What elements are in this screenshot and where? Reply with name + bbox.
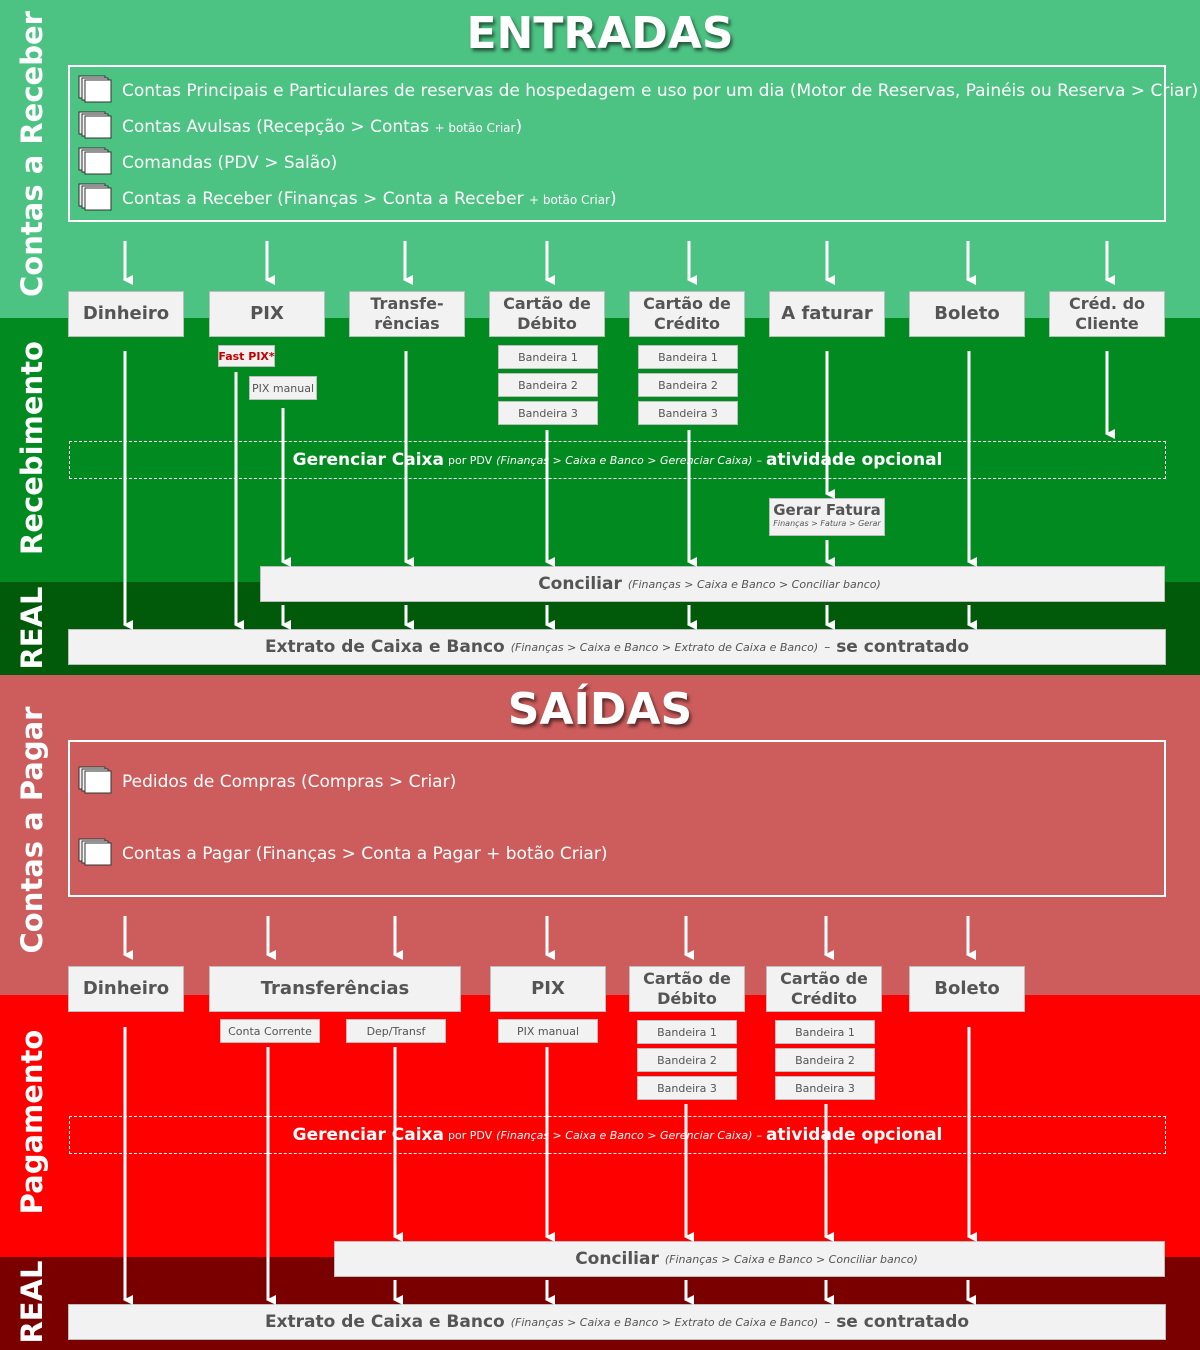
method-cartao-debito: Cartão de Débito [489, 291, 605, 337]
saidas-sources-box: Pedidos de Compras (Compras > Criar) Con… [68, 740, 1166, 897]
debito-bandeira-1: Bandeira 1 [637, 1020, 737, 1044]
method-boleto: Boleto [909, 291, 1025, 337]
debito-bandeira-1: Bandeira 1 [498, 345, 598, 369]
pix-manual-box: PIX manual [498, 1019, 598, 1043]
credito-bandeira-2: Bandeira 2 [638, 373, 738, 397]
document-stack-icon [78, 111, 112, 139]
method-transferencias: Transfe- rências [349, 291, 465, 337]
band-pagamento [0, 995, 1200, 1257]
list-item: Contas a Pagar (Finanças > Conta a Pagar… [122, 844, 608, 864]
credito-bandeira-3: Bandeira 3 [775, 1076, 875, 1100]
extrato-entradas: Extrato de Caixa e Banco(Finanças > Caix… [68, 629, 1166, 665]
credito-bandeira-2: Bandeira 2 [775, 1048, 875, 1072]
method-cartao-debito: Cartão de Débito [629, 966, 745, 1012]
debito-bandeira-3: Bandeira 3 [498, 401, 598, 425]
band-contas-receber [0, 0, 1200, 318]
method-pix: PIX [490, 966, 606, 1012]
method-cred-cliente: Créd. do Cliente [1049, 291, 1165, 337]
document-stack-icon [78, 183, 112, 211]
conciliar-entradas: Conciliar(Finanças > Caixa e Banco > Con… [260, 566, 1165, 602]
method-boleto: Boleto [909, 966, 1025, 1012]
pix-manual-box: PIX manual [249, 376, 317, 400]
method-a-faturar: A faturar [769, 291, 885, 337]
document-stack-icon [78, 75, 112, 103]
fast-pix-box: Fast PIX* [218, 345, 275, 367]
credito-bandeira-1: Bandeira 1 [638, 345, 738, 369]
dep-transf-box: Dep/Transf [346, 1019, 446, 1043]
credito-bandeira-1: Bandeira 1 [775, 1020, 875, 1044]
debito-bandeira-2: Bandeira 2 [498, 373, 598, 397]
method-dinheiro: Dinheiro [68, 966, 184, 1012]
method-cartao-credito: Cartão de Crédito [629, 291, 745, 337]
extrato-saidas: Extrato de Caixa e Banco(Finanças > Caix… [68, 1304, 1166, 1340]
method-transferencias: Transferências [209, 966, 461, 1012]
list-item: Contas Principais e Particulares de rese… [122, 81, 1199, 101]
method-cartao-credito: Cartão de Crédito [766, 966, 882, 1012]
method-pix: PIX [209, 291, 325, 337]
document-stack-icon [78, 838, 112, 866]
debito-bandeira-2: Bandeira 2 [637, 1048, 737, 1072]
list-item: Contas Avulsas (Recepção > Contas + botã… [122, 117, 523, 137]
conta-corrente-box: Conta Corrente [220, 1019, 320, 1043]
band-contas-pagar [0, 675, 1200, 995]
method-dinheiro: Dinheiro [68, 291, 184, 337]
debito-bandeira-3: Bandeira 3 [637, 1076, 737, 1100]
saidas-title: SAÍDAS [507, 684, 693, 735]
document-stack-icon [78, 766, 112, 794]
list-item: Comandas (PDV > Salão) [122, 153, 338, 173]
entradas-sources-box: Contas Principais e Particulares de rese… [68, 65, 1198, 222]
credito-bandeira-3: Bandeira 3 [638, 401, 738, 425]
band-recebimento [0, 318, 1200, 582]
document-stack-icon [78, 147, 112, 175]
list-item: Contas a Receber (Finanças > Conta a Rec… [122, 189, 617, 209]
list-item: Pedidos de Compras (Compras > Criar) [122, 772, 457, 792]
conciliar-saidas: Conciliar(Finanças > Caixa e Banco > Con… [334, 1241, 1165, 1277]
entradas-title: ENTRADAS [466, 8, 734, 59]
